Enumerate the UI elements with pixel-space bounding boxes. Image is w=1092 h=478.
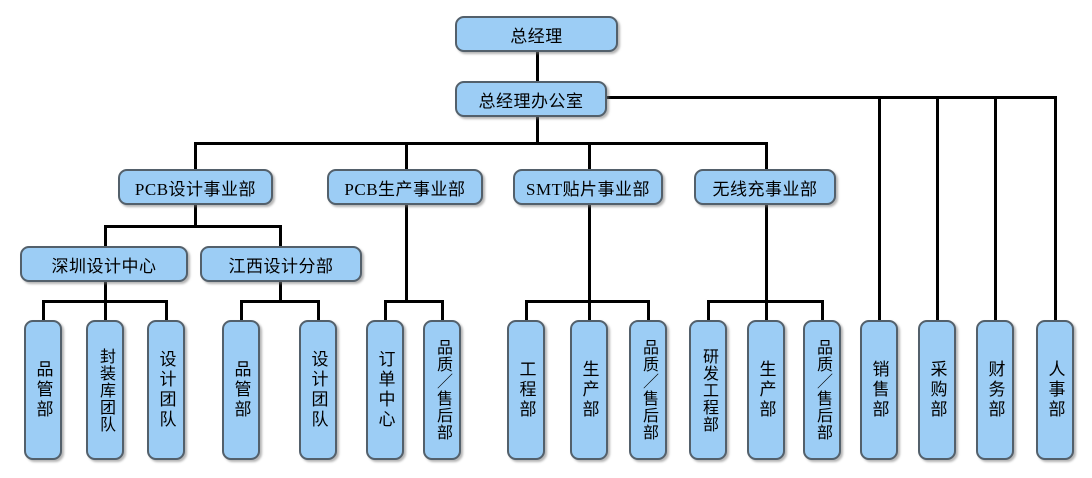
node-label: PCB设计事业部 [134, 179, 257, 199]
connector-to-shenzhen [104, 225, 107, 247]
connector-drop-purchase [936, 96, 939, 322]
node-div-pcb-design[interactable]: PCB设计事业部 [118, 169, 273, 205]
connector-leaf-sz-lib [104, 300, 107, 322]
connector-to-pcb-design [194, 142, 197, 170]
node-leaf-sz-design-team[interactable]: 设计团队 [147, 320, 185, 460]
node-label: 品管部 [33, 360, 53, 420]
node-label: 采购部 [927, 360, 947, 420]
connector-to-smt [588, 142, 591, 170]
connector-pcbdesign-down [194, 205, 197, 227]
node-leaf-wireless-rd-engineering[interactable]: 研发工程部 [689, 320, 727, 460]
node-leaf-wireless-production[interactable]: 生产部 [747, 320, 785, 460]
node-general-manager[interactable]: 总经理 [455, 16, 618, 52]
node-leaf-order-center[interactable]: 订单中心 [366, 320, 404, 460]
node-div-pcb-production[interactable]: PCB生产事业部 [327, 169, 483, 205]
node-leaf-sales-department[interactable]: 销售部 [860, 320, 898, 460]
node-label: 江西设计分部 [228, 256, 334, 276]
connector-leaf-smt-eng [525, 300, 528, 322]
node-label: 总经理 [510, 26, 563, 46]
node-label: 工程部 [516, 360, 536, 420]
connector-leaf-smt-prod [588, 300, 591, 322]
node-label: 人事部 [1045, 360, 1065, 420]
node-label: 生产部 [579, 360, 599, 420]
node-label: PCB生产事业部 [344, 179, 466, 199]
connector-smt-bar [525, 300, 650, 303]
node-label: 深圳设计中心 [51, 256, 157, 276]
node-label: 品质／售后部 [814, 339, 831, 441]
node-leaf-hr-department[interactable]: 人事部 [1036, 320, 1074, 460]
node-label: 设计团队 [156, 350, 176, 430]
node-leaf-finance-department[interactable]: 财务部 [976, 320, 1014, 460]
node-label: 无线充事业部 [712, 179, 818, 199]
node-label: 生产部 [756, 360, 776, 420]
connector-drop-hr [1054, 96, 1057, 322]
node-label: SMT贴片事业部 [526, 179, 650, 199]
connector-leaf-wl-prod [765, 300, 768, 322]
connector-leaf-smt-quality [647, 300, 650, 322]
node-div-wireless[interactable]: 无线充事业部 [694, 169, 836, 205]
connector-smt-down [588, 205, 591, 302]
node-leaf-sz-package-library-team[interactable]: 封装库团队 [86, 320, 124, 460]
node-label: 品质／售后部 [640, 339, 657, 441]
connector-jiangxi-bar [240, 300, 320, 303]
connector-leaf-sz-qc [42, 300, 45, 322]
connector-leaf-wl-rd [707, 300, 710, 322]
connector-office-down [536, 117, 539, 144]
node-label: 品质／售后部 [434, 339, 451, 441]
connector-leaf-pp-quality [441, 300, 444, 322]
node-label: 总经理办公室 [478, 91, 584, 111]
connector-jiangxi-down [279, 280, 282, 302]
node-leaf-sz-quality-control[interactable]: 品管部 [24, 320, 62, 460]
connector-shenzhen-down [104, 280, 107, 302]
connector-division-bar [194, 142, 768, 145]
node-leaf-smt-production[interactable]: 生产部 [570, 320, 608, 460]
connector-leaf-order [384, 300, 387, 322]
node-leaf-purchasing-department[interactable]: 采购部 [918, 320, 956, 460]
node-leaf-jx-quality-control[interactable]: 品管部 [222, 320, 260, 460]
node-jiangxi-design-branch[interactable]: 江西设计分部 [200, 246, 362, 282]
connector-gm-to-office [536, 52, 539, 86]
connector-leaf-jx-qc [240, 300, 243, 322]
node-shenzhen-design-center[interactable]: 深圳设计中心 [20, 246, 188, 282]
connector-pcbprod-down [405, 205, 408, 302]
node-label: 品管部 [231, 360, 251, 420]
connector-drop-finance [994, 96, 997, 322]
connector-leaf-jx-design [317, 300, 320, 322]
connector-to-jiangxi [279, 225, 282, 247]
node-label: 设计团队 [308, 350, 328, 430]
node-gm-office[interactable]: 总经理办公室 [455, 81, 607, 117]
node-leaf-smt-engineering[interactable]: 工程部 [507, 320, 545, 460]
connector-to-wireless [765, 142, 768, 170]
connector-wireless-down [765, 205, 768, 302]
node-leaf-jx-design-team[interactable]: 设计团队 [299, 320, 337, 460]
node-leaf-wireless-quality-aftersales[interactable]: 品质／售后部 [803, 320, 841, 460]
node-leaf-pcbprod-quality-aftersales[interactable]: 品质／售后部 [423, 320, 461, 460]
connector-leaf-wl-quality [821, 300, 824, 322]
connector-drop-sales [878, 96, 881, 322]
connector-center-bar [104, 225, 281, 228]
node-div-smt[interactable]: SMT贴片事业部 [513, 169, 663, 205]
node-label: 销售部 [869, 360, 889, 420]
node-leaf-smt-quality-aftersales[interactable]: 品质／售后部 [629, 320, 667, 460]
node-label: 研发工程部 [700, 347, 717, 433]
connector-leaf-sz-design [165, 300, 168, 322]
node-label: 封装库团队 [97, 347, 114, 433]
node-label: 财务部 [985, 360, 1005, 420]
connector-office-right-bar [606, 96, 1057, 99]
node-label: 订单中心 [375, 350, 395, 430]
connector-to-pcb-prod [405, 142, 408, 170]
connector-pcbprod-bar [384, 300, 444, 303]
